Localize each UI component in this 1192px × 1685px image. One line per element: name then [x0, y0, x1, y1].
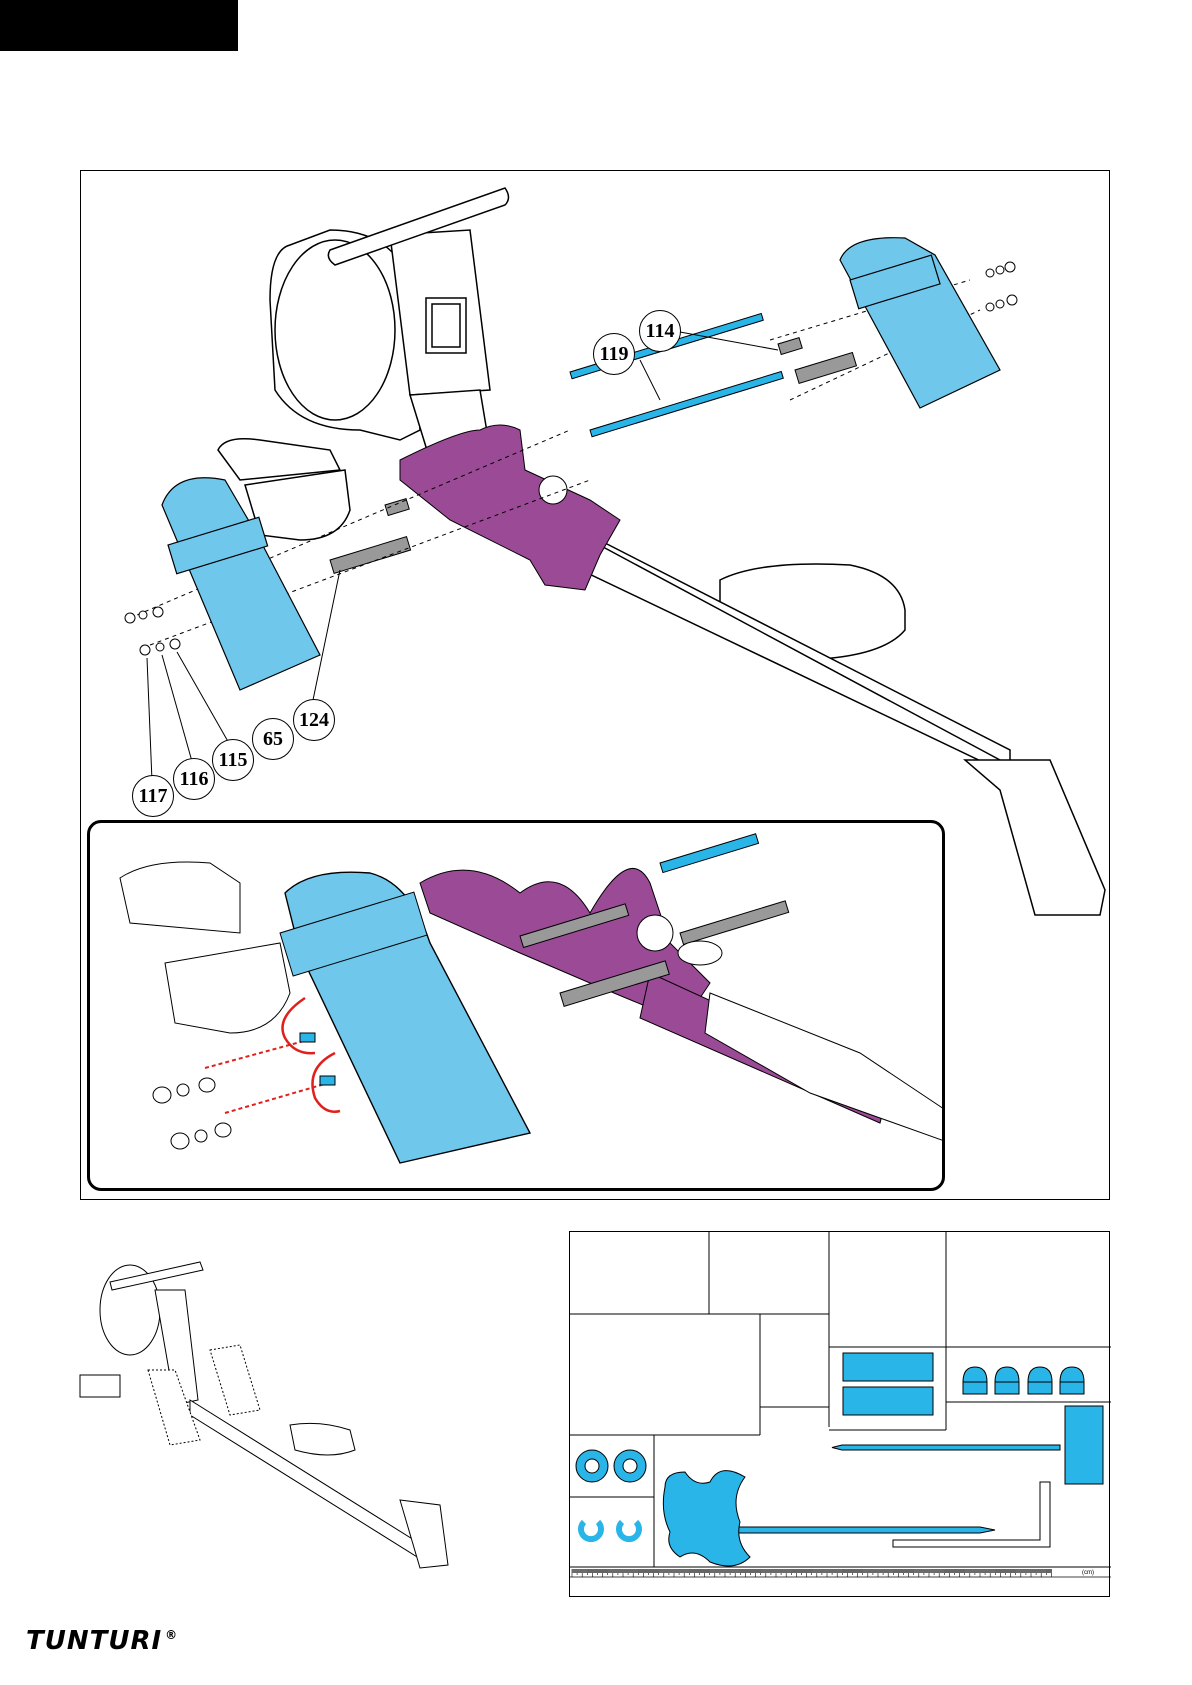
tunturi-logo: TUNTURI® — [26, 1626, 178, 1656]
parts-sheet: (cm) — [569, 1231, 1110, 1597]
ruler-unit-label: (cm) — [1082, 1570, 1094, 1576]
parts-sheet-drawing — [570, 1232, 1111, 1598]
ruler-ticks — [572, 1569, 1051, 1577]
